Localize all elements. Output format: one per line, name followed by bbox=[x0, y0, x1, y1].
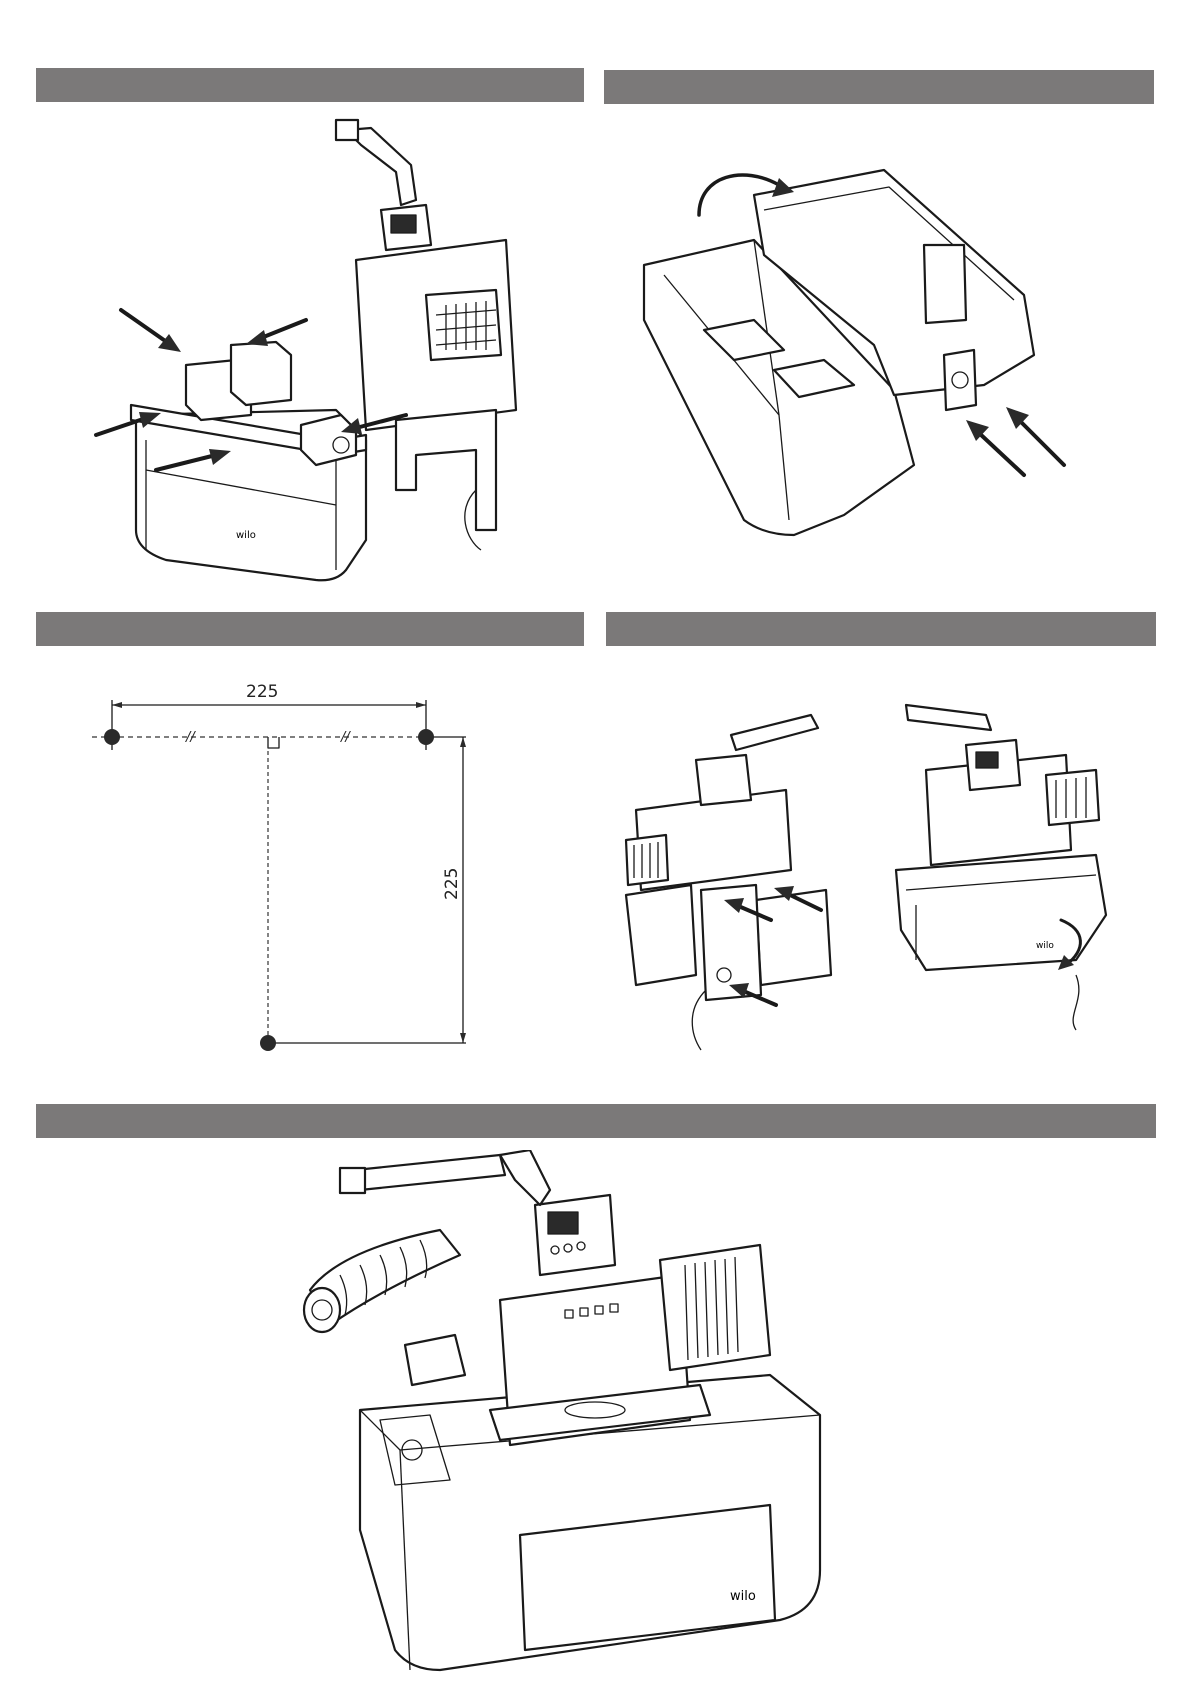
figure-1-tank-removal: wilo bbox=[36, 110, 584, 600]
arrow-icon bbox=[121, 310, 181, 352]
tank-brand-mark: wilo bbox=[730, 1589, 756, 1604]
section-bar-1 bbox=[36, 68, 584, 102]
section-bar-4 bbox=[606, 612, 1156, 646]
section-bar-5 bbox=[36, 1104, 1156, 1138]
figure-5-complete-unit: wilo bbox=[300, 1150, 860, 1684]
drill-point-marker bbox=[104, 729, 120, 745]
dimension-label-vertical: 225 bbox=[442, 868, 462, 900]
dimension-label-horizontal: 225 bbox=[246, 682, 278, 702]
section-bar-2 bbox=[604, 70, 1154, 104]
arrow-icon bbox=[1006, 407, 1064, 465]
figure-2-tank-opened bbox=[604, 115, 1154, 570]
break-mark: // bbox=[185, 730, 196, 745]
arrow-icon bbox=[966, 420, 1024, 475]
tank-brand-mark: wilo bbox=[1036, 941, 1054, 951]
break-mark: // bbox=[340, 730, 351, 745]
figure-4-wall-mounting: wilo bbox=[606, 690, 1156, 1080]
tank-brand-mark: wilo bbox=[236, 530, 256, 541]
section-bar-3 bbox=[36, 612, 584, 646]
drill-point-marker bbox=[418, 729, 434, 745]
drill-point-marker bbox=[260, 1035, 276, 1051]
figure-3-mounting-dimensions: 225 // // 225 bbox=[36, 660, 584, 1080]
